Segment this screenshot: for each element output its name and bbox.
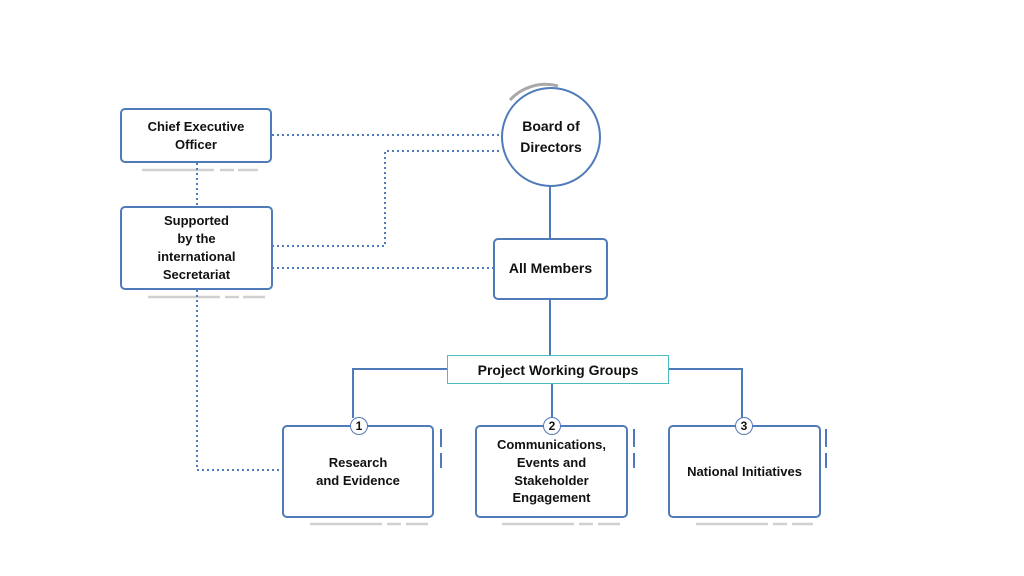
group-node-national: National Initiatives [668, 425, 821, 518]
project-working-groups-node: Project Working Groups [447, 355, 669, 384]
project-working-groups-label: Project Working Groups [477, 361, 639, 378]
group-label-communications: Communications, Events and Stakeholder E… [496, 436, 607, 506]
group-label-national: National Initiatives [687, 463, 802, 479]
group-node-communications: Communications, Events and Stakeholder E… [475, 425, 628, 518]
board-arc [508, 82, 559, 102]
group-number-badge-3: 3 [735, 417, 753, 435]
all-members-label: All Members [508, 260, 593, 277]
board-of-directors-label: Board of Directors [520, 118, 582, 155]
group-number-badge-2: 2 [543, 417, 561, 435]
group-node-research: Research and Evidence [282, 425, 434, 518]
all-members-node: All Members [493, 238, 608, 300]
secretariat-node: Supported by the international Secretari… [120, 206, 273, 290]
group-number-badge-1: 1 [350, 417, 368, 435]
secretariat-label: Supported by the international Secretari… [157, 213, 236, 282]
side-ticks [440, 429, 827, 468]
group-label-research: Research and Evidence [316, 454, 400, 488]
board-of-directors-node: Board of Directors [501, 87, 601, 187]
ceo-node: Chief Executive Officer [120, 108, 272, 163]
dotted-connectors [196, 134, 501, 471]
box-shadows [142, 168, 813, 526]
ceo-label: Chief Executive Officer [147, 118, 245, 152]
solid-connectors [352, 186, 743, 418]
